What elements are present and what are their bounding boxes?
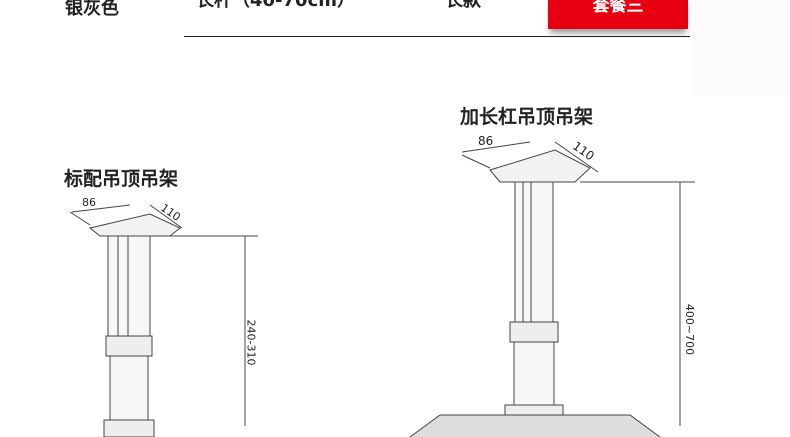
extended-mount-title: 加长杠吊顶吊架 (460, 106, 594, 128)
standard-width-dim: 86 (82, 196, 96, 209)
extended-mount-drawing (409, 141, 695, 437)
background-patch (694, 0, 790, 96)
color-label: 银灰色 (65, 0, 119, 19)
extended-height-dim: 400~700 (683, 303, 697, 356)
standard-mount-title: 标配吊顶吊架 (64, 168, 179, 190)
standard-height-dim: 240-310 (244, 319, 258, 366)
divider (184, 36, 690, 37)
extended-width-dim: 86 (478, 134, 494, 148)
package-button[interactable]: 套餐三 (548, 0, 688, 29)
type-label: 长款 (445, 0, 481, 11)
standard-mount-drawing (69, 204, 258, 437)
rod-label: 长杆（40-70cm） (196, 0, 355, 11)
